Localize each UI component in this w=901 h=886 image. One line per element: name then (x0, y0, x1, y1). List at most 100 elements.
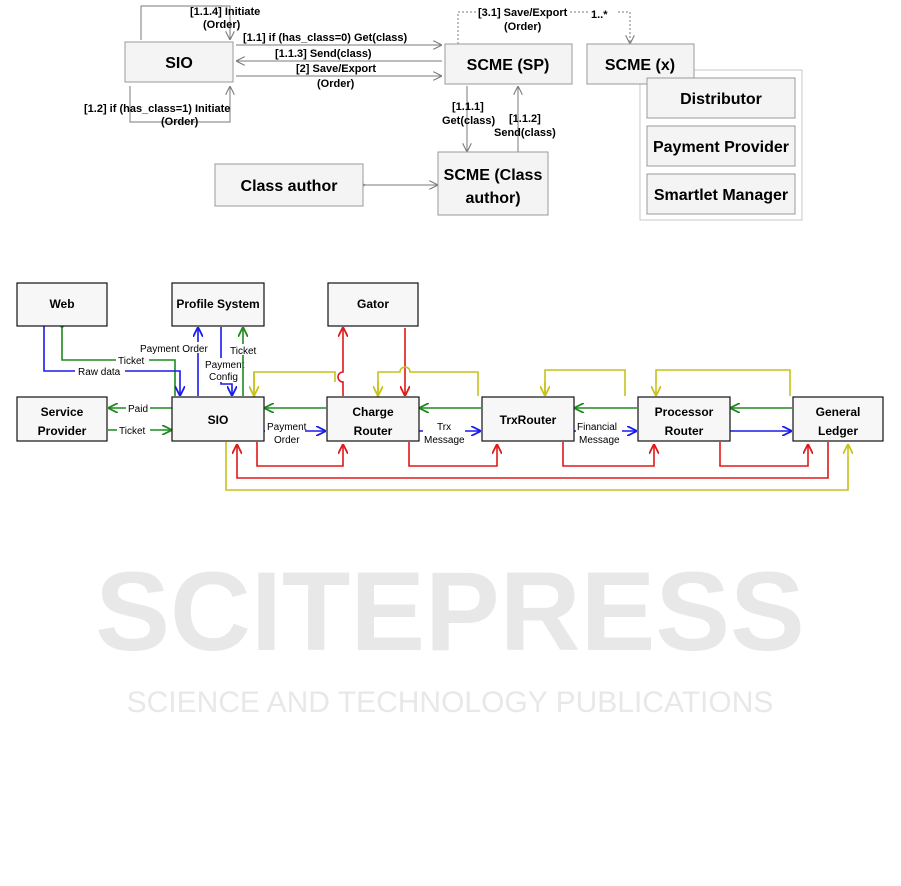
scme-x-group-frame (639, 69, 803, 221)
watermark: SCITEPRESS SCIENCE AND TECHNOLOGY PUBLIC… (95, 549, 805, 719)
flow-yellow-sio-gl (225, 442, 848, 491)
node-general-ledger (792, 396, 884, 442)
flow-label-trx-message-bg (423, 420, 465, 444)
multiplicity: 1..* (591, 9, 608, 21)
node-scme-class-author-label-1: SCME (Class (444, 167, 543, 184)
node-sio-uml-label: SIO (165, 55, 193, 72)
node-service-provider (16, 396, 108, 442)
label-1-2: [1.2] if (has_class=1) Initiate (84, 103, 230, 115)
node-profile-system-label: Profile System (176, 297, 259, 311)
flow-label-raw-data: Raw data (78, 367, 121, 378)
node-smartlet-manager-label: Smartlet Manager (654, 187, 788, 204)
flow-red-cr-trx (408, 442, 497, 467)
flow-red-pr-gl (719, 442, 808, 467)
label-2-order: (Order) (317, 78, 355, 90)
node-web (16, 282, 108, 327)
multiplicity-bg (588, 8, 618, 18)
label-1-1: [1.1] if (has_class=0) Get(class) (243, 32, 407, 44)
label-1-1-2-send: Send(class) (494, 127, 556, 139)
node-distributor-label: Distributor (680, 91, 762, 108)
flow-label-financial-message-b: Message (579, 435, 620, 446)
node-smartlet-manager (646, 173, 796, 215)
node-distributor (646, 77, 796, 119)
flow-label-ticket-1-bg (116, 354, 149, 365)
node-payment-provider (646, 125, 796, 167)
node-processor-router (637, 396, 731, 442)
node-service-provider-label-2: Provider (38, 424, 87, 438)
label-1-1-4-order: (Order) (203, 19, 241, 31)
label-1-2-order: (Order) (161, 116, 199, 128)
node-payment-provider-label: Payment Provider (653, 139, 789, 156)
flow-label-payment-config-bg (204, 358, 242, 382)
node-trxrouter-label: TrxRouter (500, 413, 557, 427)
flow-payment-config (220, 327, 232, 396)
flow-label-financial-message-a: Financial (577, 422, 617, 433)
flow-red-cr-gator (337, 327, 343, 396)
node-gator-label: Gator (357, 297, 389, 311)
node-charge-router (326, 396, 420, 442)
flow-label-payment-order-2a: Payment (267, 422, 307, 433)
flow-diagram: Ticket Raw data Payment Order Payment Co… (16, 282, 884, 491)
flow-label-paid: Paid (128, 404, 148, 415)
label-1-1-4: [1.1.4] Initiate (190, 6, 260, 18)
node-general-ledger-label-2: Ledger (818, 424, 858, 438)
node-general-ledger-label-1: General (816, 405, 861, 419)
flow-yellow-gl-pr (656, 369, 791, 396)
flow-label-payment-order-1: Payment Order (140, 344, 208, 355)
node-sio (171, 396, 265, 442)
node-scme-class-author-label-2: author) (465, 190, 520, 207)
node-processor-router-label-2: Router (665, 424, 704, 438)
node-charge-router-label-2: Router (354, 424, 393, 438)
flow-label-raw-data-bg (75, 365, 125, 376)
flow-label-payment-config-1: Payment (205, 360, 245, 371)
label-1-1-3: [1.1.3] Send(class) (275, 48, 372, 60)
node-processor-router-label-1: Processor (655, 405, 714, 419)
node-sio-label: SIO (208, 413, 229, 427)
node-web-label: Web (49, 297, 74, 311)
node-scme-x (586, 43, 695, 85)
flow-label-ticket-2-bg (228, 344, 258, 355)
node-charge-router-label-1: Charge (352, 405, 394, 419)
node-sio-uml (124, 41, 234, 83)
node-class-author (214, 163, 364, 207)
flow-yellow-cr-sio (254, 371, 336, 396)
flow-red-gl-sio (237, 442, 829, 479)
uml-diagram: [1.1.4] Initiate (Order) [1.2] if (has_c… (84, 5, 803, 221)
flow-red-sio-cr (256, 442, 343, 467)
node-scme-x-label: SCME (x) (605, 57, 675, 74)
flow-yellow-pr-trx (544, 369, 626, 396)
node-scme-class-author (437, 151, 549, 216)
label-2: [2] Save/Export (296, 63, 376, 75)
node-service-provider-label-1: Service (41, 405, 84, 419)
node-gator (327, 282, 419, 327)
watermark-subtitle: SCIENCE AND TECHNOLOGY PUBLICATIONS (127, 686, 774, 719)
label-3-1-bg (476, 5, 570, 33)
label-1-1-2: [1.1.2] (509, 113, 541, 125)
label-3-1: [3.1] Save/Export (478, 7, 568, 19)
flow-label-trx-message-a: Trx (437, 422, 451, 433)
flow-label-payment-order-2-bg (265, 420, 305, 444)
flow-raw-data (43, 326, 180, 396)
loop-initiate-bottom (129, 86, 230, 123)
flow-label-payment-config-2: Config (209, 372, 238, 383)
flow-label-ticket-2: Ticket (230, 346, 257, 357)
label-1-1-1: [1.1.1] (452, 101, 484, 113)
flow-label-ticket-3-bg (117, 424, 150, 435)
flow-label-trx-message-b: Message (424, 435, 465, 446)
node-profile-system (171, 282, 265, 327)
flow-label-ticket-3: Ticket (119, 426, 146, 437)
flow-label-financial-message-bg (576, 420, 622, 444)
label-3-1-order: (Order) (504, 21, 542, 33)
flow-label-ticket-1: Ticket (118, 356, 145, 367)
watermark-title: SCITEPRESS (95, 549, 805, 674)
node-scme-sp (444, 43, 573, 85)
label-1-1-1-get: Get(class) (442, 115, 496, 127)
node-scme-sp-label: SCME (SP) (467, 57, 550, 74)
flow-label-paid-bg (126, 402, 150, 413)
node-trxrouter (481, 396, 575, 442)
flow-yellow-trx-cr (378, 366, 479, 396)
flow-red-trx-pr (562, 442, 654, 467)
node-class-author-label: Class author (241, 178, 338, 195)
flow-label-payment-order-1-bg (138, 342, 211, 353)
